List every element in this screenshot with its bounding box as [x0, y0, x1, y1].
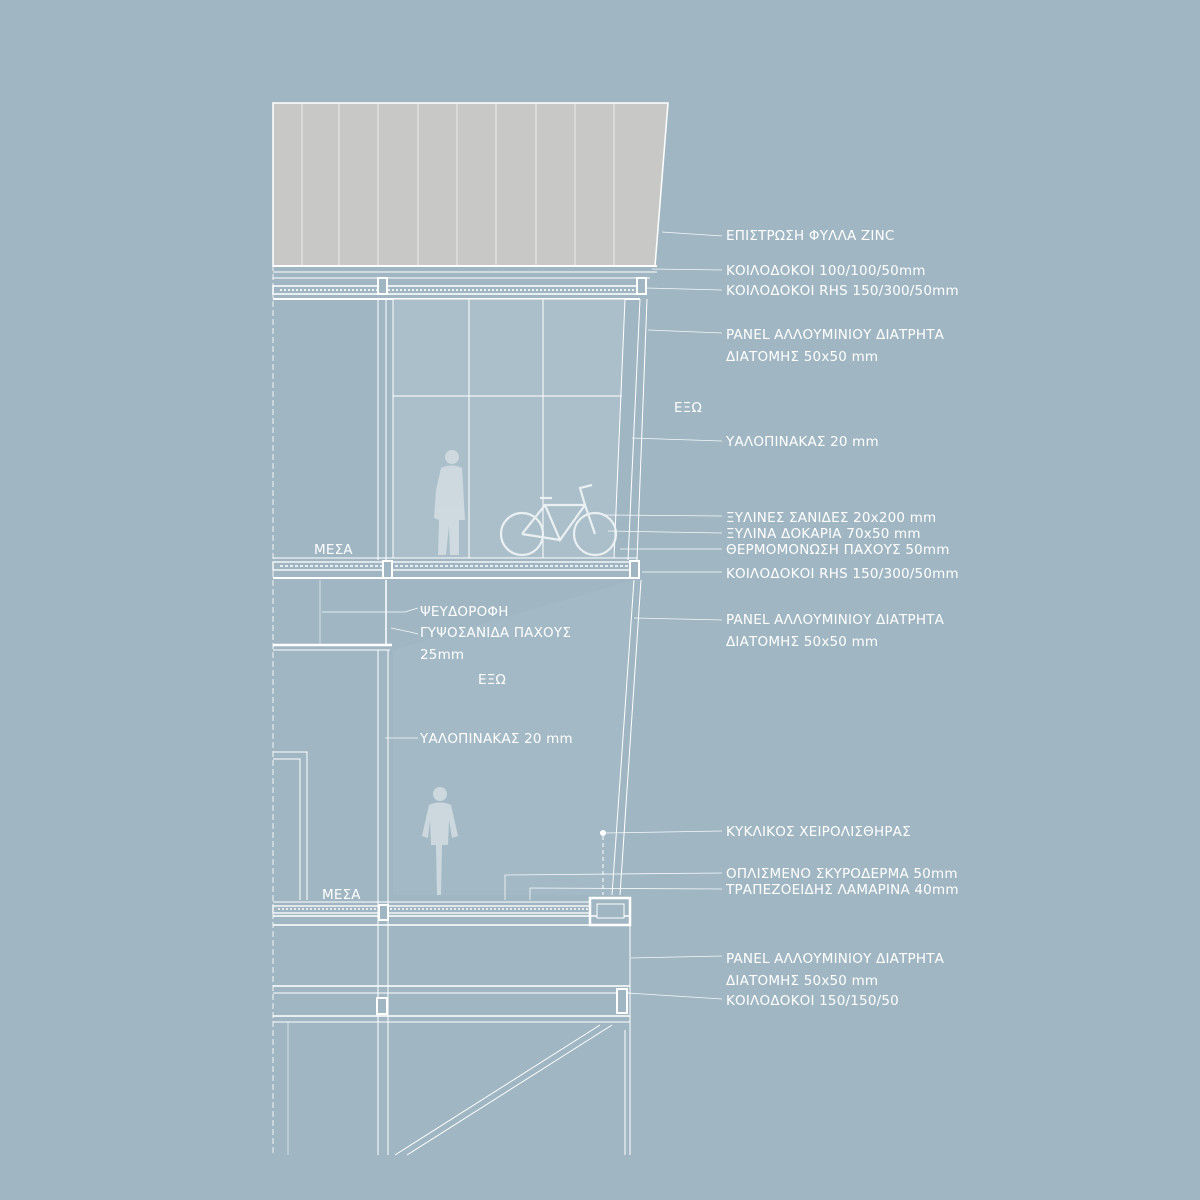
label-false-ceiling-3: 25mm — [420, 647, 464, 663]
rhs-beam-roof-left — [377, 277, 388, 295]
handrail — [600, 830, 606, 895]
label-exo-mid: ΕΞΩ — [478, 672, 506, 688]
label-panel-bot-2: ΔΙΑΤΟΜΗΣ 50x50 mm — [726, 973, 878, 989]
label-hollow-rhs-top: ΚΟΙΛΟΔΟΚΟΙ RHS 150/300/50mm — [726, 283, 959, 299]
label-concrete-slab: ΟΠΛΙΣΜΕΝΟ ΣΚΥΡΟΔΕΡΜΑ 50mm — [726, 866, 958, 882]
label-timber-boards: ΞΥΛΙΝΕΣ ΣΑΝΙΔΕΣ 20x200 mm — [726, 510, 936, 526]
hollow-beam-lower — [378, 904, 389, 921]
lower-floor — [272, 896, 632, 927]
bicycle-icon — [499, 483, 618, 557]
lowest-structure — [273, 985, 630, 1156]
label-handrail: ΚΥΚΛΙΚΟΣ ΧΕΙΡΟΛΙΣΘΗΡΑΣ — [726, 824, 911, 840]
label-glass-mid: ΥΑΛΟΠΙΝΑΚΑΣ 20 mm — [419, 731, 573, 747]
label-zinc-cladding: ΕΠΙΣΤΡΩΣΗ ΦΥΛΛΑ ZINC — [726, 228, 895, 244]
false-ceiling — [273, 580, 392, 651]
edge-beam — [588, 896, 632, 927]
label-insulation: ΘΕΡΜΟΜΟΝΩΣΗ ΠΑΧΟΥΣ 50mm — [726, 542, 950, 558]
label-panel-top-1: PANEL ΑΛΛΟΥΜΙΝΙΟΥ ΔΙΑΤΡΗΤΑ — [726, 327, 945, 343]
zinc-roof — [272, 102, 669, 267]
cyclist-icon — [422, 787, 458, 895]
standing-person-icon — [434, 450, 465, 555]
rhs-beam-mid-right — [629, 560, 640, 579]
label-mesa-top: ΜΕΣΑ — [314, 542, 353, 558]
label-panel-mid-1: PANEL ΑΛΛΟΥΜΙΝΙΟΥ ΔΙΑΤΡΗΤΑ — [726, 612, 945, 628]
label-false-ceiling-2: ΓΥΨΟΣΑΝΙΔΑ ΠΑΧΟΥΣ — [420, 625, 571, 641]
label-exo-top: ΕΞΩ — [674, 400, 702, 416]
label-panel-mid-2: ΔΙΑΤΟΜΗΣ 50x50 mm — [726, 634, 878, 650]
label-panel-bot-1: PANEL ΑΛΛΟΥΜΙΝΙΟΥ ΔΙΑΤΡΗΤΑ — [726, 951, 945, 967]
door-frame — [273, 751, 308, 900]
rhs-beam-mid-left — [382, 560, 393, 579]
label-hollow-150: ΚΟΙΛΟΔΟΚΟΙ 150/150/50 — [726, 993, 899, 1009]
structure-lines — [272, 103, 648, 1155]
leader-lines — [322, 231, 723, 1000]
label-false-ceiling-1: ΨΕΥΔΟΡΟΦΗ — [420, 604, 509, 620]
label-panel-top-2: ΔΙΑΤΟΜΗΣ 50x50 mm — [726, 349, 878, 365]
label-trapezoidal-sheet: ΤΡΑΠΕΖΟΕΙΔΗΣ ΛΑΜΑΡΙΝΑ 40mm — [725, 882, 959, 898]
label-hollow-rhs-mid: ΚΟΙΛΟΔΟΚΟΙ RHS 150/300/50mm — [726, 566, 959, 582]
label-hollow-100: ΚΟΙΛΟΔΟΚΟΙ 100/100/50mm — [726, 263, 926, 279]
label-timber-joists: ΞΥΛΙΝΑ ΔΟΚΑΡΙΑ 70x50 mm — [726, 526, 921, 542]
roof-slab — [272, 265, 657, 300]
label-mesa-bottom: ΜΕΣΑ — [322, 887, 361, 903]
label-glass-top: ΥΑΛΟΠΙΝΑΚΑΣ 20 mm — [725, 434, 879, 450]
rhs-beam-roof-right — [636, 277, 647, 295]
middle-floor — [272, 557, 640, 579]
labels: ΕΠΙΣΤΡΩΣΗ ΦΥΛΛΑ ZINC ΚΟΙΛΟΔΟΚΟΙ 100/100/… — [314, 228, 959, 1009]
